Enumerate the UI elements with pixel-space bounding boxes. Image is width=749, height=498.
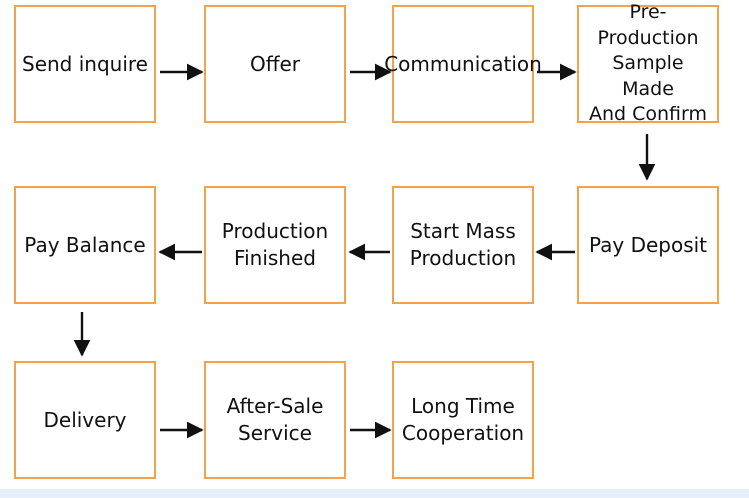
step-label: Pay Balance [24,232,146,257]
step-label: Communication [384,51,542,76]
step-label: Long Time Cooperation [401,394,525,445]
step-send-inquire: Send inquire [14,5,156,123]
step-label: Delivery [43,407,127,432]
step-pay-deposit: Pay Deposit [577,186,719,304]
step-start-mass-production: Start Mass Production [392,186,534,304]
step-long-time-cooperation: Long Time Cooperation [392,361,534,479]
step-communication: Communication [384,5,542,123]
step-label: Offer [249,51,301,76]
step-pre-production-sample: Pre-Production Sample Made And Confirm [577,1,719,125]
step-offer: Offer [204,5,346,123]
bottom-strip [0,489,749,498]
step-label: Start Mass Production [409,219,517,270]
step-after-sale-service: After-Sale Service [204,361,346,479]
step-label: Production Finished [221,219,329,270]
step-label: Pay Deposit [588,232,708,257]
step-delivery: Delivery [14,361,156,479]
step-pay-balance: Pay Balance [14,186,156,304]
step-label: After-Sale Service [226,394,324,445]
step-label: Pre-Production Sample Made And Confirm [588,0,708,126]
step-label: Send inquire [22,51,148,76]
step-production-finished: Production Finished [204,186,346,304]
